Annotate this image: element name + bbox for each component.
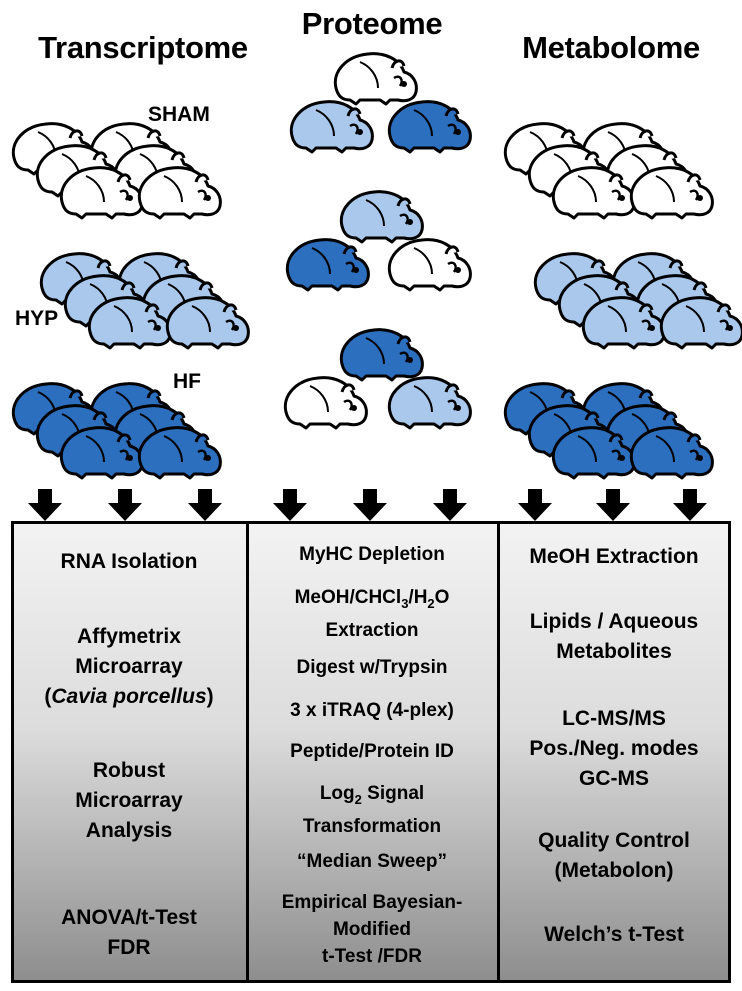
proteome-set3-guinea-pig-icon-2 (280, 372, 370, 435)
step-quality-control: Quality Control (Metabolon) (538, 829, 690, 882)
down-arrow-icon (518, 489, 552, 526)
down-arrow-icon (273, 489, 307, 526)
transcriptome-hf-guinea-pig-icon-5 (56, 422, 146, 485)
metabolome-hf-guinea-pig-icon-6 (626, 422, 716, 485)
step-log2-transformation: Log2 Signal Transformation (302, 783, 442, 837)
down-arrow-icon (28, 489, 62, 526)
step-affymetrix-microarray: Affymetrix Microarray (Cavia porcellus) (44, 625, 214, 708)
step-rna-isolation: RNA Isolation (60, 550, 198, 573)
transcriptome-sham-guinea-pig-icon-6 (134, 162, 224, 225)
metabolome-panel (498, 521, 731, 983)
step-empirical-bayesian-ttest: Empirical Bayesian- Modified t-Test /FDR (281, 892, 463, 967)
down-arrow-icon (433, 489, 467, 526)
proteome-set1-guinea-pig-icon-1 (330, 48, 420, 111)
step-anova-fdr: ANOVA/t-Test FDR (61, 906, 197, 959)
down-arrow-icon (353, 489, 387, 526)
proteome-panel (248, 521, 498, 983)
metabolome-sham-guinea-pig-icon-5 (548, 162, 638, 225)
heading-transcriptome: Transcriptome (38, 30, 248, 65)
proteome-set1-guinea-pig-icon-2 (286, 96, 376, 159)
step-peptide-protein-id: Peptide/Protein ID (290, 741, 454, 762)
step-welch-ttest: Welch’s t-Test (544, 923, 684, 946)
proteome-set3-guinea-pig-icon-3 (384, 372, 474, 435)
metabolome-sham-guinea-pig-icon-6 (626, 162, 716, 225)
proteome-set2-guinea-pig-icon-1 (336, 186, 426, 249)
down-arrow-icon (596, 489, 630, 526)
proteome-set3-guinea-pig-icon-1 (336, 324, 426, 387)
species-close-paren: ) (206, 685, 214, 708)
transcriptome-hyp-guinea-pig-icon-5 (84, 292, 174, 355)
step-meoh-chcl3-extraction: MeOH/CHCl3/H2O Extraction (294, 587, 450, 641)
step-myhc-depletion: MyHC Depletion (299, 544, 445, 565)
proteome-set1-guinea-pig-icon-3 (384, 96, 474, 159)
step-digest-trypsin: Digest w/Trypsin (296, 657, 448, 678)
proteome-set2-guinea-pig-icon-3 (384, 234, 474, 297)
metabolome-hf-guinea-pig-icon-5 (548, 422, 638, 485)
group-label-hf: HF (173, 370, 201, 393)
transcriptome-sham-guinea-pig-icon-5 (56, 162, 146, 225)
heading-metabolome: Metabolome (522, 30, 700, 65)
heading-proteome: Proteome (301, 6, 443, 41)
down-arrow-icon (188, 489, 222, 526)
step-itraq: 3 x iTRAQ (4-plex) (290, 700, 454, 721)
metabolome-hyp-guinea-pig-icon-5 (578, 292, 668, 355)
down-arrow-icon (673, 489, 707, 526)
transcriptome-panel (11, 521, 248, 983)
transcriptome-hyp-guinea-pig-icon-6 (162, 292, 252, 355)
step-robust-microarray-analysis: Robust Microarray Analysis (75, 759, 183, 842)
panel-divider-left (246, 521, 249, 983)
proteome-set2-guinea-pig-icon-2 (282, 234, 372, 297)
group-label-hyp: HYP (15, 307, 59, 330)
step-lc-ms-gc-ms: LC-MS/MS Pos./Neg. modes GC-MS (529, 707, 699, 790)
species-open-paren: ( (44, 685, 52, 708)
panel-divider-right (497, 521, 500, 983)
metabolome-hyp-guinea-pig-icon-6 (656, 292, 742, 355)
step-lipids-aqueous-metabolites: Lipids / Aqueous Metabolites (529, 610, 699, 663)
group-label-sham: SHAM (148, 103, 210, 126)
transcriptome-hf-guinea-pig-icon-6 (134, 422, 224, 485)
down-arrow-icon (108, 489, 142, 526)
step-meoh-extraction: MeOH Extraction (529, 545, 699, 568)
species-name: Cavia porcellus (51, 685, 207, 708)
step-median-sweep: “Median Sweep” (297, 851, 447, 872)
